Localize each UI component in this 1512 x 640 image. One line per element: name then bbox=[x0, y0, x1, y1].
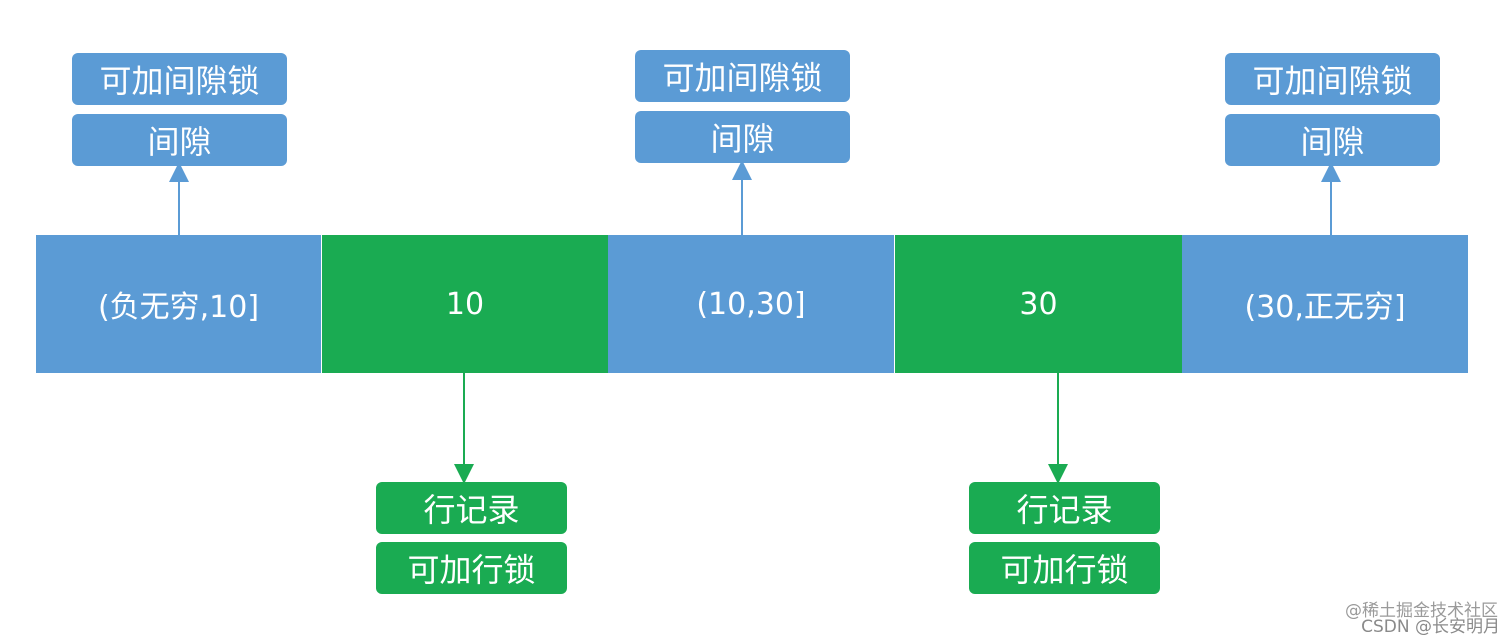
callout-text: 可加间隙锁 bbox=[662, 59, 823, 97]
gap-segment-30-pos-inf: (30,正无穷] bbox=[1182, 235, 1468, 373]
record-segment-30: 30 bbox=[895, 235, 1182, 373]
record-segment-10: 10 bbox=[322, 235, 608, 373]
gap-lock-label-2: 可加间隙锁 bbox=[635, 50, 850, 102]
gap-label-1: 间隙 bbox=[72, 114, 287, 166]
row-record-label-1: 行记录 bbox=[376, 482, 567, 534]
segment-label: 30 bbox=[1019, 286, 1058, 322]
callout-text: 间隙 bbox=[710, 120, 775, 158]
segment-label: (负无穷,10] bbox=[97, 290, 260, 325]
gap-lock-label-1: 可加间隙锁 bbox=[72, 53, 287, 105]
callout-text: 行记录 bbox=[1016, 491, 1113, 529]
callout-text: 可加间隙锁 bbox=[1252, 62, 1413, 100]
callout-text: 可加行锁 bbox=[1000, 551, 1129, 589]
segment-label: 10 bbox=[445, 286, 485, 322]
callout-text: 行记录 bbox=[423, 491, 520, 529]
callout-text: 可加间隙锁 bbox=[99, 62, 260, 100]
watermark-csdn: CSDN @长安明月 bbox=[1361, 617, 1500, 637]
callout-text: 间隙 bbox=[1300, 123, 1365, 161]
callout-text: 可加行锁 bbox=[407, 551, 536, 589]
row-record-label-2: 行记录 bbox=[969, 482, 1160, 534]
gap-segment-10-30: (10,30] bbox=[608, 235, 895, 373]
gap-label-3: 间隙 bbox=[1225, 114, 1440, 166]
gap-lock-label-3: 可加间隙锁 bbox=[1225, 53, 1440, 105]
segment-label: (30,正无穷] bbox=[1244, 290, 1406, 325]
callout-text: 间隙 bbox=[147, 123, 212, 161]
gap-segment-neg-inf-10: (负无穷,10] bbox=[36, 235, 322, 373]
watermark-juejin: @稀土掘金技术社区 bbox=[1345, 601, 1498, 621]
segment-label: (10,30] bbox=[696, 286, 806, 322]
gap-label-2: 间隙 bbox=[635, 111, 850, 163]
row-lock-label-2: 可加行锁 bbox=[969, 542, 1160, 594]
row-lock-label-1: 可加行锁 bbox=[376, 542, 567, 594]
